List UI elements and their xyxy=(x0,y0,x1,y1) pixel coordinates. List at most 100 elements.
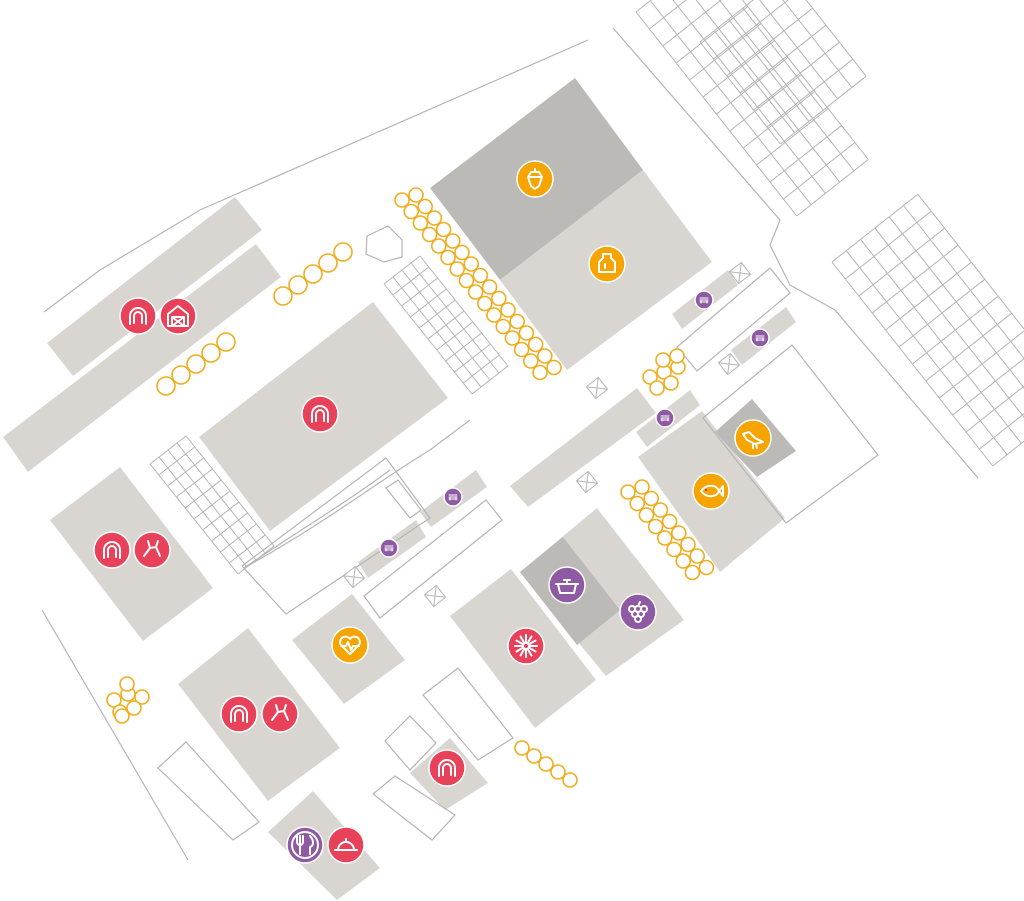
tree xyxy=(454,244,470,261)
jar-icon[interactable] xyxy=(588,245,626,283)
tree xyxy=(403,203,420,220)
grapes-icon[interactable] xyxy=(619,593,657,631)
tree xyxy=(430,238,447,254)
tree xyxy=(216,332,236,352)
grid-e xyxy=(831,193,1024,467)
horseshoe-icon[interactable] xyxy=(119,297,157,335)
tree xyxy=(661,513,678,530)
tree xyxy=(666,541,682,558)
field-grids xyxy=(149,0,1024,575)
building-west-mid xyxy=(50,467,213,641)
outlined-structures xyxy=(157,225,879,841)
tree xyxy=(663,375,679,391)
tree xyxy=(652,502,669,518)
markers xyxy=(342,261,752,608)
fork-knife-icon[interactable] xyxy=(286,826,324,864)
tree xyxy=(495,318,512,335)
tree xyxy=(546,359,562,376)
tree xyxy=(550,764,566,780)
tree xyxy=(472,267,489,284)
tree xyxy=(288,275,308,295)
horseshoe-icon[interactable] xyxy=(93,531,131,569)
tree xyxy=(417,198,434,215)
tree xyxy=(649,380,665,396)
tree xyxy=(435,221,452,238)
tree xyxy=(440,249,456,266)
tree xyxy=(504,330,521,346)
bench-icon[interactable] xyxy=(655,408,675,428)
tree xyxy=(134,689,150,705)
tree xyxy=(670,525,687,541)
horseshoe-icon[interactable] xyxy=(301,395,339,433)
tree xyxy=(514,740,530,756)
tree xyxy=(476,295,493,312)
tree xyxy=(562,772,578,788)
fish-icon[interactable] xyxy=(692,472,730,510)
building-sw-a xyxy=(178,628,340,801)
tree xyxy=(426,210,443,226)
tree xyxy=(500,302,516,318)
tree xyxy=(518,325,535,341)
heart-pulse-icon[interactable] xyxy=(331,626,369,664)
marker-square xyxy=(585,376,609,400)
tree xyxy=(486,307,502,323)
tree xyxy=(421,226,438,243)
tree xyxy=(458,272,475,289)
bench-icon[interactable] xyxy=(379,538,399,558)
tree xyxy=(114,708,130,724)
tree xyxy=(675,553,692,569)
tree xyxy=(669,348,685,364)
tree xyxy=(532,364,548,381)
tree xyxy=(408,187,424,203)
tree xyxy=(698,559,715,576)
tree xyxy=(527,336,544,353)
cow-icon[interactable] xyxy=(133,531,171,569)
trees xyxy=(106,187,715,788)
tree xyxy=(318,253,338,273)
tree xyxy=(467,284,484,300)
tree xyxy=(643,490,660,507)
tree xyxy=(620,484,636,500)
grid-ne-2 xyxy=(699,0,867,145)
cloche-icon[interactable] xyxy=(327,826,365,864)
tree xyxy=(394,192,410,208)
tree xyxy=(449,261,466,277)
points-of-interest[interactable] xyxy=(93,160,772,864)
tree xyxy=(638,507,655,523)
tree xyxy=(536,348,553,364)
tree xyxy=(201,343,221,363)
horseshoe-icon[interactable] xyxy=(220,695,258,733)
grid-west xyxy=(149,435,275,575)
horseshoe-icon[interactable] xyxy=(428,749,466,787)
bird-icon[interactable] xyxy=(734,419,772,457)
building-nw-long xyxy=(47,197,262,376)
barn-icon[interactable] xyxy=(159,297,197,335)
cow-icon[interactable] xyxy=(261,695,299,733)
tree xyxy=(171,365,191,385)
tree xyxy=(119,676,135,692)
tree xyxy=(303,264,323,284)
cooking-pot-icon[interactable] xyxy=(548,566,586,604)
tree xyxy=(333,242,353,262)
tree xyxy=(126,700,142,716)
tree xyxy=(463,256,480,272)
tree xyxy=(634,479,650,495)
spark-icon[interactable] xyxy=(507,627,545,665)
acorn-icon[interactable] xyxy=(516,160,554,198)
tree xyxy=(513,341,530,358)
tree xyxy=(509,313,526,330)
tree xyxy=(656,530,673,546)
marker-square xyxy=(728,261,752,285)
tree xyxy=(412,215,429,231)
bench-icon[interactable] xyxy=(694,290,714,310)
building-w-long xyxy=(3,244,281,472)
bench-icon[interactable] xyxy=(750,328,770,348)
marker-square xyxy=(717,352,741,376)
grid-mid xyxy=(383,255,509,395)
tree xyxy=(186,354,206,374)
tree xyxy=(273,286,293,306)
tree xyxy=(156,376,176,396)
tree xyxy=(629,495,646,512)
bench-icon[interactable] xyxy=(443,487,463,507)
